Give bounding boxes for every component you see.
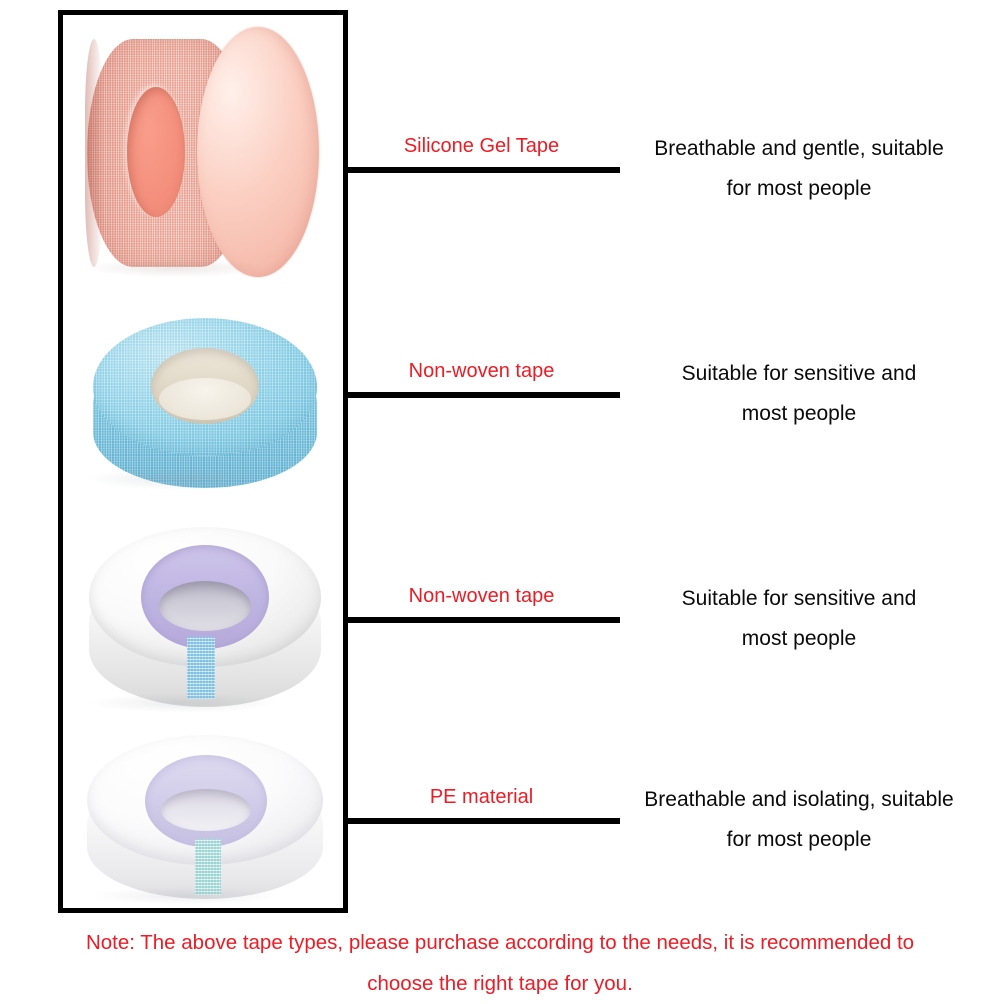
product-photo-pe-material-tape <box>63 727 343 908</box>
roll-center-hole <box>161 789 251 831</box>
tape-name-label: PE material <box>429 786 534 808</box>
roll-start-tab <box>187 637 215 699</box>
product-photo-blue-non-woven-tape <box>63 298 343 513</box>
roll-top-face <box>93 318 317 456</box>
leader-line <box>343 617 620 623</box>
description-line-2: most people <box>741 627 857 650</box>
roll-center-hole <box>159 581 251 631</box>
roll-shadow <box>87 693 279 713</box>
roll-face <box>197 27 319 277</box>
footer-note-line-1: Note: The above tape types, please purch… <box>85 931 915 954</box>
product-photo-silicone-gel-tape <box>63 15 343 295</box>
roll-center-hole <box>127 87 185 217</box>
description-line-2: most people <box>741 402 857 425</box>
tape-description: Breathable and gentle, suitable for most… <box>605 129 993 209</box>
description-line-2: for most people <box>726 177 872 200</box>
description-line-1: Breathable and isolating, suitable <box>644 788 954 811</box>
description-line-1: Breathable and gentle, suitable <box>654 137 944 160</box>
tape-description: Suitable for sensitive and most people <box>605 579 993 659</box>
leader-line <box>343 167 620 173</box>
description-line-1: Suitable for sensitive and <box>681 362 917 385</box>
tape-roll-white <box>85 523 325 718</box>
tape-name-label: Non-woven tape <box>408 360 555 382</box>
description-line-2: for most people <box>726 828 872 851</box>
product-photo-white-non-woven-tape <box>63 515 343 725</box>
tape-name-label: Silicone Gel Tape <box>403 135 560 157</box>
roll-shadow <box>85 259 265 277</box>
roll-shadow <box>89 887 281 905</box>
tape-name-label: Non-woven tape <box>408 585 555 607</box>
roll-shadow <box>85 468 275 490</box>
tape-roll-pink <box>85 27 319 277</box>
product-image-frame <box>58 10 348 913</box>
tape-description: Suitable for sensitive and most people <box>605 354 993 434</box>
tape-roll-blue <box>89 312 321 502</box>
footer-note: Note: The above tape types, please purch… <box>30 922 970 1004</box>
tape-roll-pe <box>83 733 327 908</box>
roll-start-tab <box>195 839 221 895</box>
leader-line <box>343 818 620 824</box>
footer-note-line-2: choose the right tape for you. <box>367 972 633 995</box>
roll-paper-core <box>151 348 259 424</box>
description-line-1: Suitable for sensitive and <box>681 587 917 610</box>
leader-line <box>343 392 620 398</box>
tape-description: Breathable and isolating, suitable for m… <box>599 780 999 860</box>
